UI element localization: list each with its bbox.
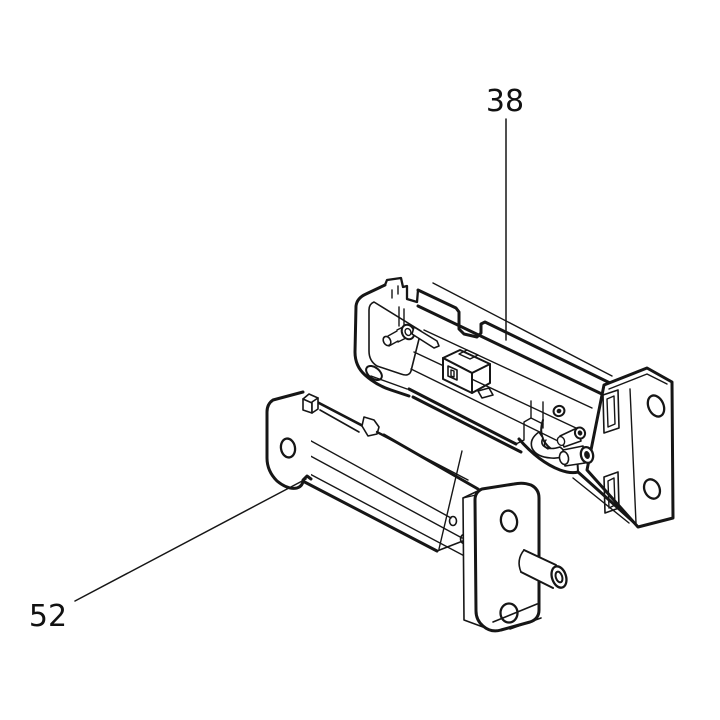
left-plate-hole [279, 437, 297, 459]
callout-52: 52 [29, 478, 307, 634]
plate-lower-hole [642, 478, 662, 500]
right-end-plate [585, 366, 675, 529]
pivot-pin [382, 323, 440, 349]
bar-body [290, 393, 480, 561]
block-lower-hole [499, 602, 519, 624]
callout-52-label: 52 [29, 599, 67, 634]
channel-rails [407, 282, 640, 528]
part-38-drawing [353, 276, 675, 529]
frame-flange-hole [365, 364, 383, 382]
callout-38: 38 [486, 84, 524, 341]
break-lines [492, 603, 542, 630]
channel-tab [477, 387, 494, 399]
side-pin [518, 549, 568, 589]
hook-rail [317, 402, 387, 438]
clamp-and-screws [530, 404, 595, 467]
switch-block [442, 349, 491, 394]
part-52-drawing [265, 390, 568, 633]
pin-blade [411, 326, 440, 349]
plate-lower-slot [603, 471, 620, 514]
left-frame [353, 276, 422, 398]
callout-38-label: 38 [486, 84, 524, 119]
callout-52-leader-line [74, 478, 307, 602]
plate-upper-slot [602, 389, 620, 434]
block-upper-hole [499, 509, 519, 533]
left-end-plate [265, 390, 313, 490]
top-lug [302, 393, 319, 414]
plate-upper-hole [646, 394, 666, 418]
